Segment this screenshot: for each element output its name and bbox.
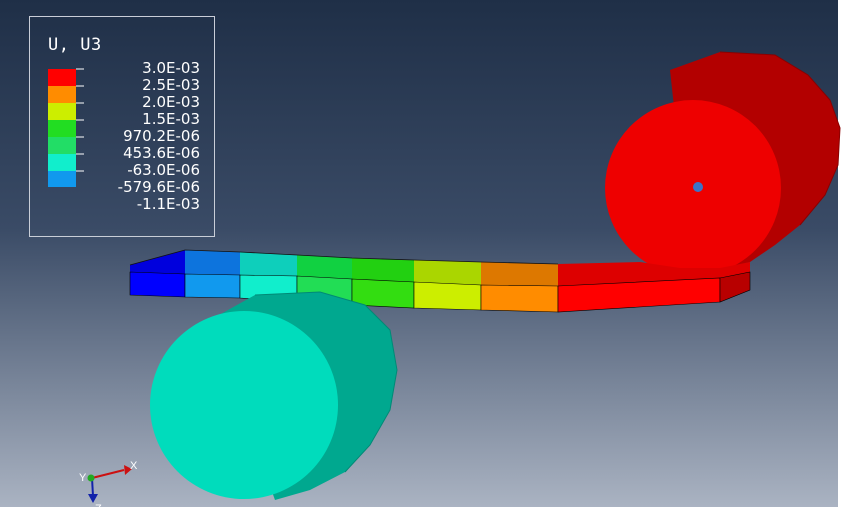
y-axis-label: Y — [79, 472, 87, 484]
z-axis-label: Z — [95, 503, 102, 515]
plate-top-seg — [558, 262, 750, 286]
top-roller-face — [605, 100, 781, 276]
bending-plate[interactable] — [129, 249, 751, 313]
legend-swatch — [48, 69, 76, 86]
top-roller[interactable] — [605, 51, 841, 276]
legend-title: U, U3 — [48, 35, 102, 55]
plate-top-seg — [130, 250, 185, 274]
x-axis-arrow — [91, 469, 125, 479]
legend-color-bar — [48, 68, 84, 187]
legend-swatch — [48, 120, 76, 137]
plate-front-seg — [413, 281, 482, 311]
plate-top-seg — [185, 250, 240, 275]
legend-label: -63.0E-06 — [127, 161, 200, 179]
legend-swatch — [48, 171, 76, 187]
legend-swatch — [48, 86, 76, 103]
legend-label: 970.2E-06 — [123, 127, 200, 145]
plate-top-seg — [297, 255, 352, 279]
legend-swatch — [48, 137, 76, 154]
legend-label: -579.6E-06 — [117, 178, 200, 196]
plate-top-seg — [414, 260, 481, 285]
plate-top-seg — [240, 252, 297, 276]
bottom-roller[interactable] — [150, 291, 398, 500]
plate-front-seg — [129, 271, 186, 298]
legend-label: 2.0E-03 — [142, 93, 200, 111]
plate-front-seg — [184, 273, 241, 299]
bottom-roller-face — [150, 311, 338, 499]
node-marker — [693, 182, 703, 192]
legend-swatch — [48, 154, 76, 171]
legend-label: 2.5E-03 — [142, 76, 200, 94]
legend-label: 3.0E-03 — [142, 59, 200, 77]
legend-label: 453.6E-06 — [123, 144, 200, 162]
bottom-roller-edge — [254, 291, 398, 473]
axis-triad — [87, 465, 132, 503]
plate-top-seg — [481, 262, 558, 286]
plate-end-face — [719, 271, 751, 303]
legend-swatch — [48, 103, 76, 120]
plate-front-seg — [480, 284, 559, 313]
x-axis-label: X — [130, 460, 138, 472]
legend-label: -1.1E-03 — [136, 195, 200, 213]
legend-label: 1.5E-03 — [142, 110, 200, 128]
z-arrow-head — [88, 494, 98, 503]
plate-top-seg — [352, 258, 414, 282]
plate-top-edge — [129, 249, 559, 266]
x-arrow-head — [124, 465, 132, 475]
y-axis-dot — [87, 474, 95, 482]
top-roller-edge — [719, 51, 841, 226]
